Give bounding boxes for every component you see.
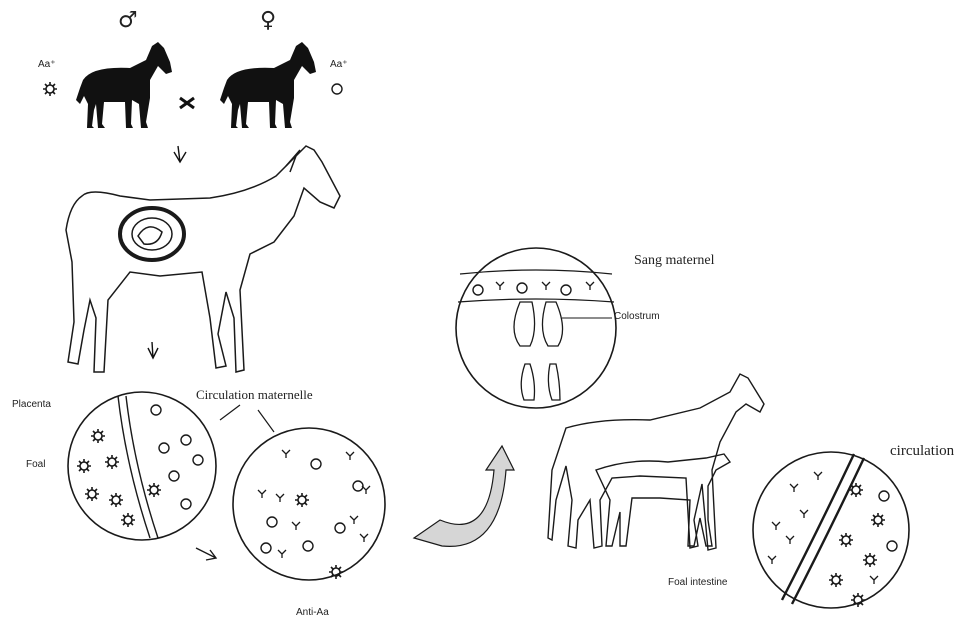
maternal-circulation-circle xyxy=(233,428,385,580)
aa-label-left: Aa⁺ xyxy=(38,60,56,70)
antigen-left-icon xyxy=(43,82,57,96)
pregnant-mare-outline xyxy=(66,146,340,372)
aa-label-right: Aa⁺ xyxy=(330,60,348,70)
cell-right-icon xyxy=(332,84,342,94)
placenta-circle xyxy=(68,392,216,540)
placenta-label: Placenta xyxy=(12,400,51,410)
male-symbol: ♂ xyxy=(118,10,138,32)
anti-aa-label: Anti-Aa xyxy=(296,608,329,618)
mare-and-foal-outline xyxy=(548,374,764,550)
male-horse-silhouette xyxy=(76,42,172,128)
foal-intestine-label: Foal intestine xyxy=(668,578,727,588)
cross-icon xyxy=(180,98,194,108)
female-symbol: ♀ xyxy=(260,10,276,32)
female-horse-silhouette xyxy=(220,42,316,128)
circulation-maternelle-label: Circulation maternelle xyxy=(196,388,313,401)
arrow-down-icon xyxy=(174,146,186,162)
arrow-right-icon xyxy=(196,548,216,560)
foal-label: Foal xyxy=(26,460,45,470)
foal-intestine-circle xyxy=(753,452,909,608)
curved-transfer-arrow xyxy=(414,446,514,546)
leader-lines xyxy=(220,405,274,432)
sang-maternel-label: Sang maternel xyxy=(634,254,714,268)
arrow-down-icon-2 xyxy=(148,342,158,358)
colostrum-circle xyxy=(456,248,616,408)
colostrum-label: Colostrum xyxy=(614,312,660,322)
circulation-label: circulation xyxy=(890,444,954,459)
